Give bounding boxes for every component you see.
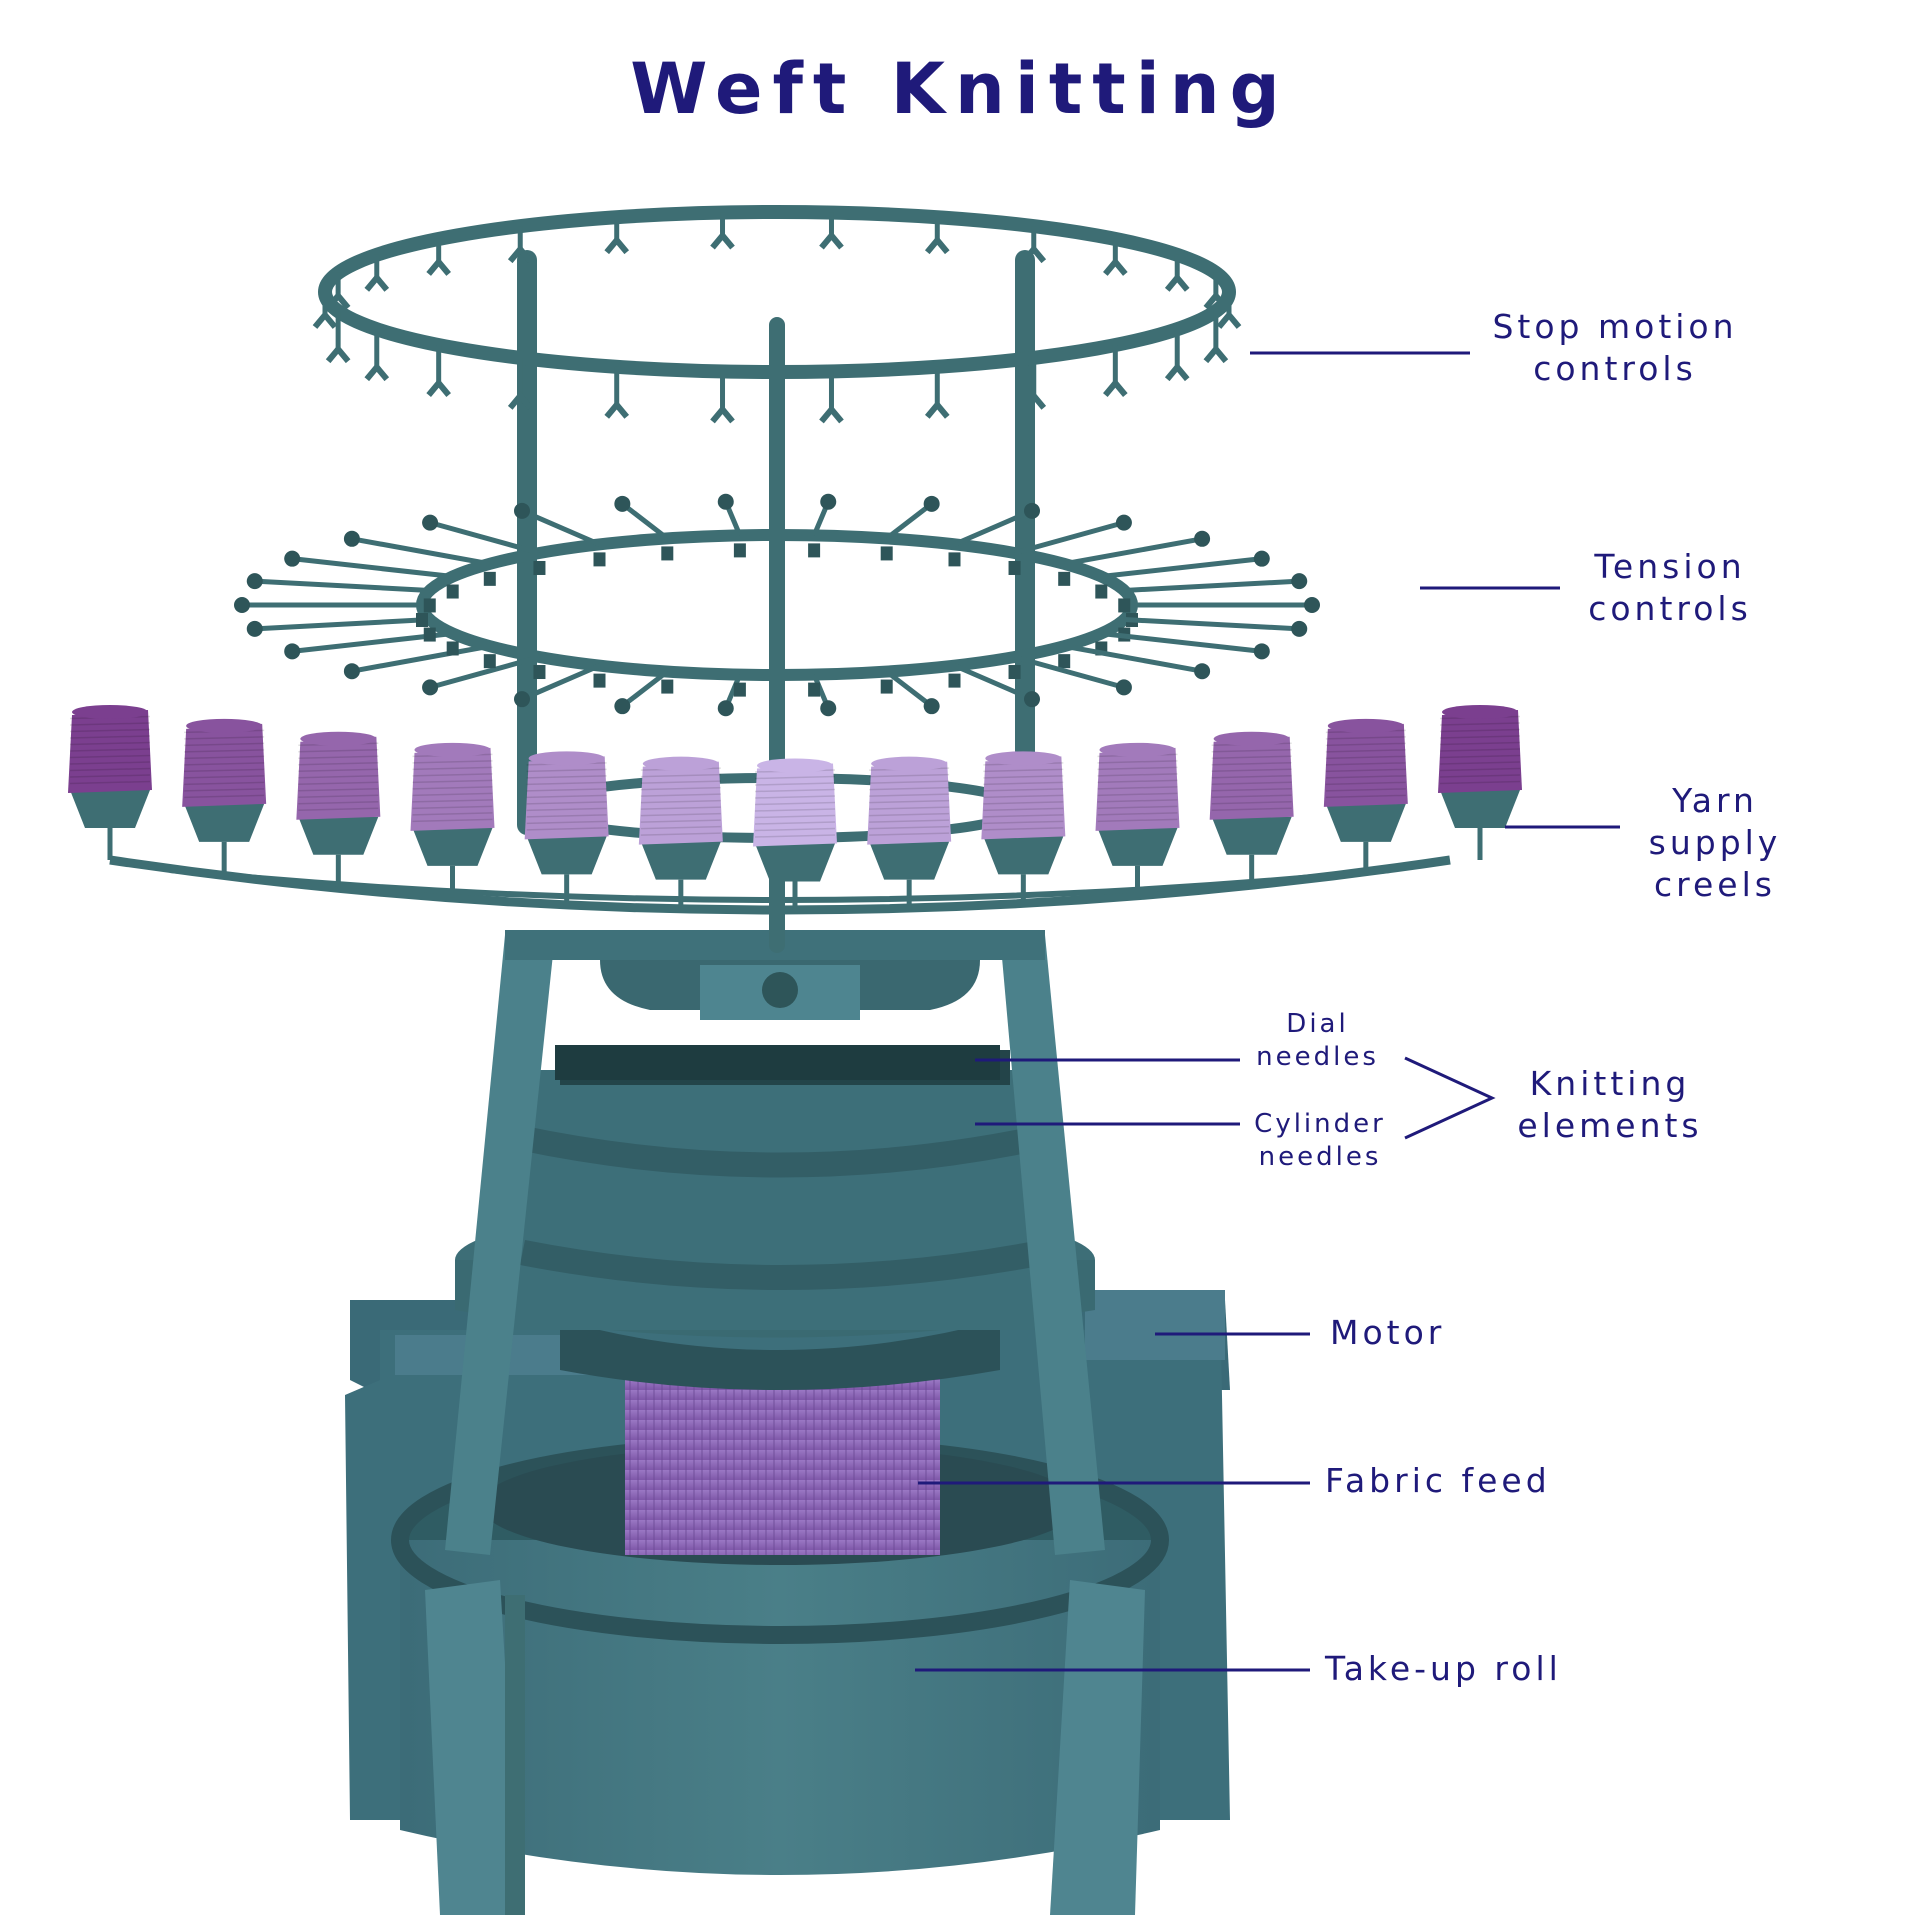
tension-arm-icon [422,514,546,575]
tension-arm-icon [422,654,546,696]
tension-arm-icon [246,617,436,642]
tension-arm-icon [234,597,428,627]
main-frame [445,930,1105,1555]
dial-needles [555,1045,1000,1080]
tension-arm-icon [1058,530,1211,586]
label-fabric-feed: Fabric feed [1325,1461,1551,1500]
stop-motion-sensor-icon [325,311,351,364]
stop-motion-sensor-icon [507,226,533,264]
stop-motion-sensor-icon [924,366,950,419]
tension-arm-icon [614,495,674,561]
creel-rail-inner [169,867,1391,903]
stop-motion-sensor-icon [1103,238,1128,276]
tension-arm-icon [1008,514,1132,575]
stop-motion-sensor-icon [819,212,844,250]
tension-arm-icon [614,669,674,715]
stop-motion-sensor-icon [819,371,844,424]
label-yarn: Yarn supply creels [1648,781,1782,904]
stop-motion-sensor-icon [604,217,630,255]
tension-arm-icon [1095,550,1270,599]
leader-lines [915,351,1620,1672]
tension-arm-icon [343,530,496,586]
stop-motion-sensor-icon [312,292,338,329]
yarn-cone-icon [1209,731,1294,887]
tension-arm-icon [514,663,606,708]
stop-motion-sensor-icon [1103,345,1128,397]
stop-motion-sensor-icon [604,366,630,419]
tension-arm-icon [514,502,606,567]
tension-arm-icon [880,669,940,715]
tension-arm-icon [808,493,837,558]
tension-arm-icon [717,493,746,558]
stop-motion-sensor-icon [1216,292,1242,329]
yarn-cone-icon [68,705,152,860]
label-motor: Motor [1330,1313,1446,1352]
label-take-up: Take-up roll [1325,1649,1562,1688]
yarn-cone-icon [638,756,723,912]
yarn-cone-icon [410,742,495,898]
yarn-cone-icon [753,758,837,914]
stop-motion-sensor-icon [1203,272,1229,310]
stop-motion-sensor-icon [426,238,451,276]
label-knitting: Knitting elements [1517,1064,1703,1145]
yarn-cone-icon [1323,718,1408,874]
stop-motion-sensor-icon [710,371,735,424]
stop-motion-sensor-icon [364,254,390,292]
yarn-cone-icon [296,731,381,887]
label-dial: Dial needles [1256,1009,1379,1072]
tension-arm-icon [284,550,459,599]
tension-arm-icon [246,573,436,613]
tension-arm-icon [808,673,837,717]
label-tension: Tension controls [1588,547,1752,628]
stop-motion-sensor-icon [364,329,390,382]
tension-arm-icon [948,502,1040,567]
yarn-cone-icon [182,718,267,874]
tension-arm-icon [343,643,496,680]
label-cylinder: Cylinder needles [1254,1109,1386,1172]
yarn-cones [68,705,1522,914]
diagram-title: Weft Knitting [630,48,1290,130]
yarn-cone-icon [981,751,1066,907]
tension-arms [234,493,1320,717]
stop-motion-sensor-icon [1021,226,1047,264]
yarn-cone-icon [1438,705,1522,860]
stop-motion-sensor-icon [710,212,735,250]
tension-arm-icon [1008,654,1132,696]
tension-arm-icon [948,663,1040,708]
stop-motion-sensor-icon [507,357,533,410]
yarn-cone-icon [1095,742,1180,898]
label-stop-motion: Stop motion controls [1492,307,1738,388]
tension-arm-icon [1118,573,1308,613]
stop-motion-sensor-icon [1164,254,1190,292]
tension-arm-icon [717,673,746,717]
knitting-bracket [1404,1056,1496,1140]
yarn-cone-icon [524,751,609,907]
tension-arm-icon [1095,630,1270,660]
stop-motion-sensor-icon [1203,311,1229,364]
stop-motion-sensor-icon [924,217,950,255]
tension-arm-icon [880,495,940,561]
stop-motion-sensor-icon [1164,329,1190,382]
tension-arm-icon [1058,643,1211,680]
stop-motion-sensors [312,212,1242,424]
yarn-cone-icon [867,756,952,912]
stop-motion-sensor-icon [1021,357,1047,410]
cylinder-assembly [455,960,1095,1390]
stop-motion-sensor-icon [426,345,451,397]
stop-motion-sensor-icon [325,272,351,310]
